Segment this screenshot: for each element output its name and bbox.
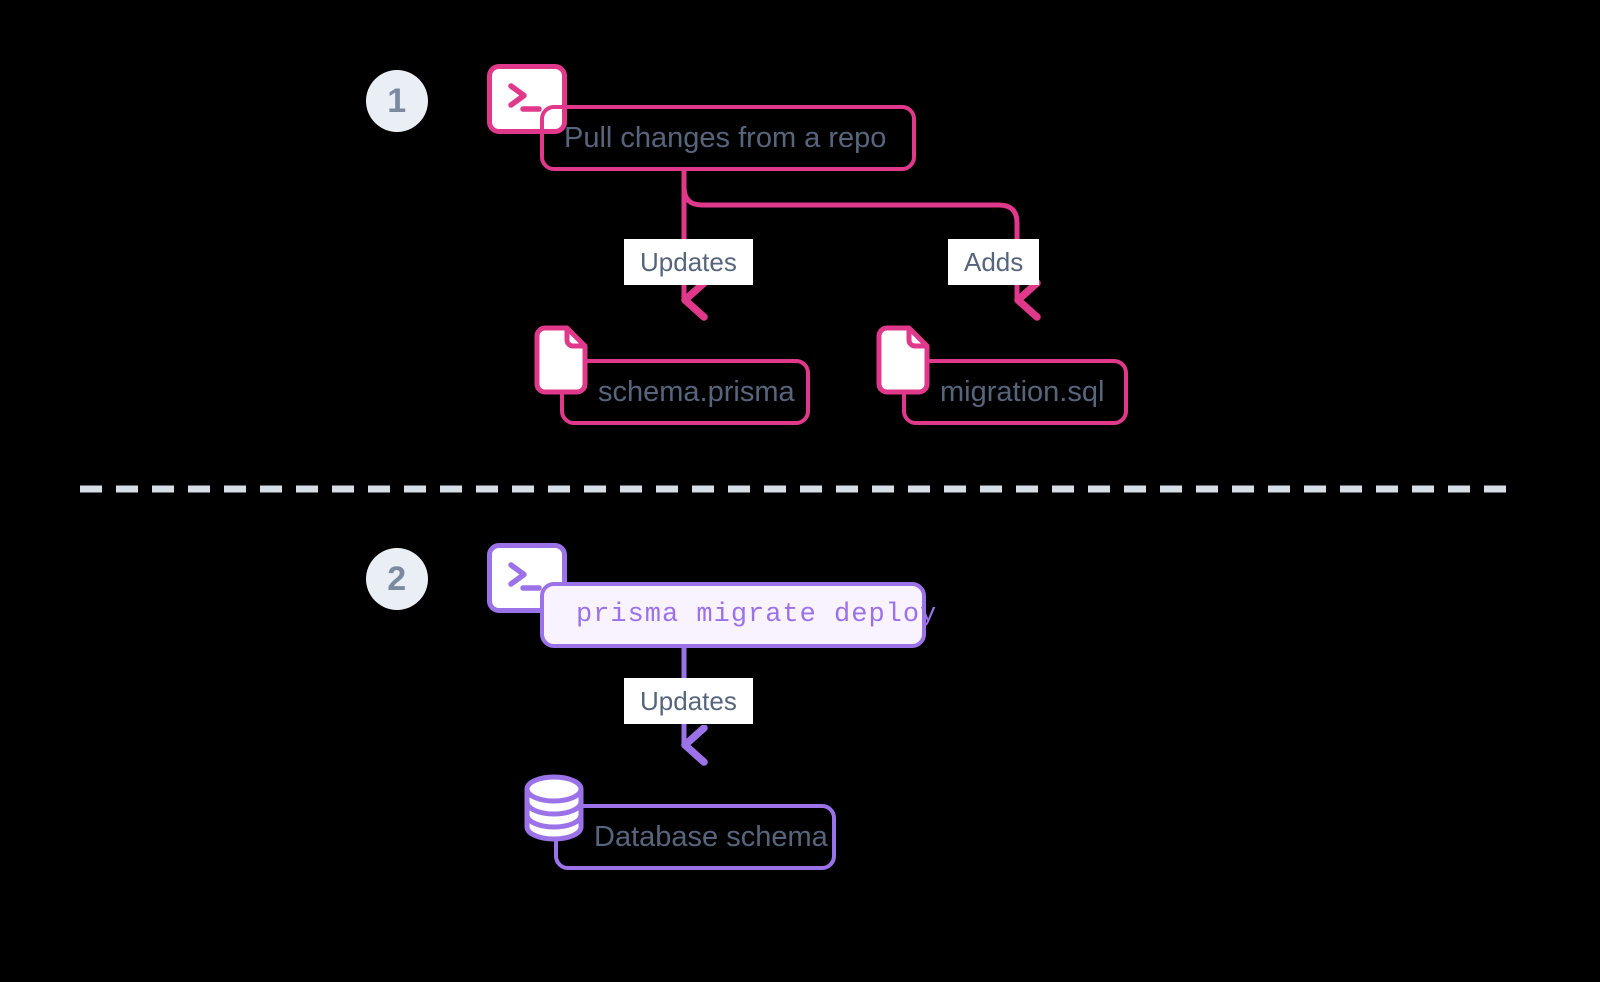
terminal-icon-step-1 xyxy=(487,64,567,134)
edge-label-updates-2: Updates xyxy=(624,678,753,724)
file-node-label: schema.prisma xyxy=(598,375,795,408)
step-badge-2: 2 xyxy=(366,548,428,610)
file-node-label: migration.sql xyxy=(940,375,1105,408)
database-node-schema[interactable]: Database schema xyxy=(554,804,836,870)
file-icon-migration-sql xyxy=(873,325,933,400)
command-box-step-1[interactable]: Pull changes from a repo xyxy=(540,105,916,171)
command-label: Pull changes from a repo xyxy=(564,121,887,154)
terminal-prompt-icon xyxy=(508,83,542,112)
edge-label-text: Adds xyxy=(964,247,1024,277)
step-number: 2 xyxy=(387,559,407,598)
command-label: prisma migrate deploy xyxy=(576,599,938,630)
edge-label-updates-1: Updates xyxy=(624,239,753,285)
file-icon-schema-prisma xyxy=(531,325,591,400)
edge-label-text: Updates xyxy=(640,686,737,716)
edge-label-adds: Adds xyxy=(948,239,1040,285)
step-badge-1: 1 xyxy=(366,70,428,132)
file-node-schema-prisma[interactable]: schema.prisma xyxy=(560,359,810,425)
file-node-migration-sql[interactable]: migration.sql xyxy=(902,359,1128,425)
database-node-label: Database schema xyxy=(594,820,828,853)
step-number: 1 xyxy=(387,81,407,120)
edge-label-text: Updates xyxy=(640,247,737,277)
terminal-prompt-icon xyxy=(508,562,542,591)
command-box-step-2[interactable]: prisma migrate deploy xyxy=(540,582,936,648)
database-icon xyxy=(521,772,587,849)
